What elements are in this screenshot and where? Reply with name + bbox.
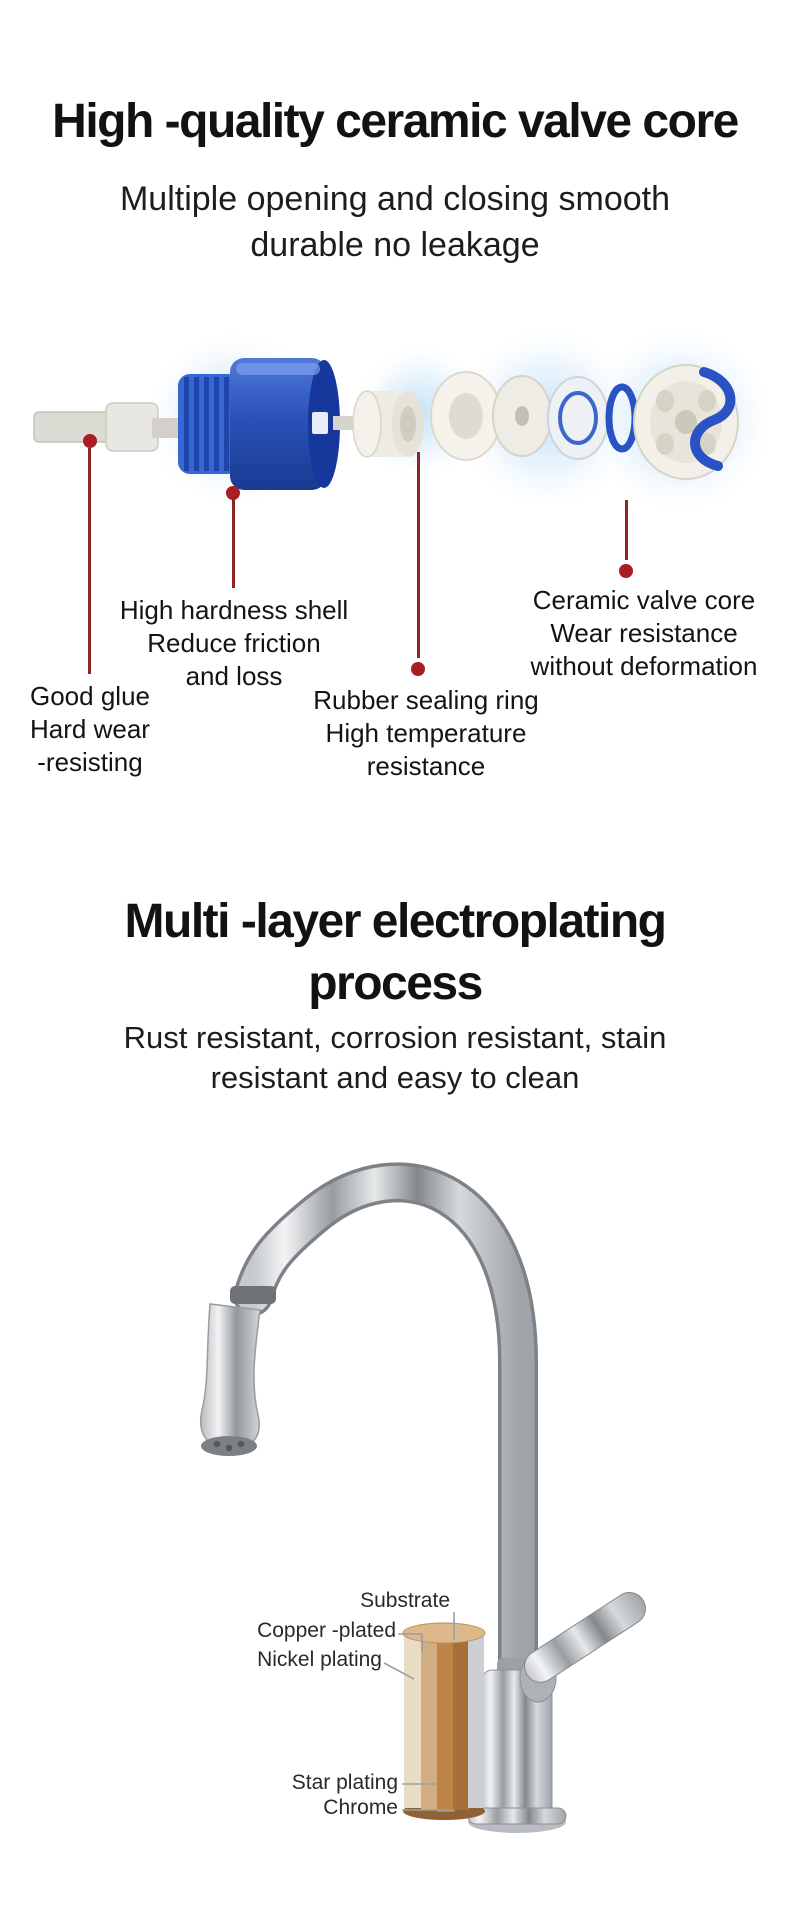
layer-label-connector-lines [383, 1612, 455, 1811]
callout-text-line: High hardness shell [119, 595, 349, 625]
valve-piston [352, 390, 424, 458]
plating-layers-cutaway [402, 1622, 486, 1820]
valve-blue-body [178, 358, 340, 490]
plating-section-title-line2: process [308, 957, 483, 1010]
callout-text-line: Hard wear [30, 714, 150, 744]
callout-line-ceramic-core [625, 500, 628, 560]
layer-label-substrate: Substrate [360, 1589, 450, 1612]
faucet-handle [519, 1592, 646, 1703]
callout-dot-good-glue [83, 434, 97, 448]
callout-text-line: High temperature [325, 718, 527, 748]
callout-ceramic-core: Ceramic valve core Wear resistance witho… [500, 584, 788, 683]
callout-hardness-shell: High hardness shell Reduce friction and … [94, 594, 374, 693]
layer-label-nickel: Nickel plating [257, 1648, 382, 1671]
callout-dot-hardness-shell [226, 486, 240, 500]
callout-text-line: Reduce friction [147, 628, 321, 658]
callout-text-line: Good glue [30, 681, 150, 711]
callout-line-rubber-ring [417, 452, 420, 658]
callout-good-glue: Good glue Hard wear -resisting [10, 680, 170, 779]
valve-section-subtitle-line2: durable no leakage [250, 226, 540, 264]
callout-text-line: -resisting [37, 747, 143, 777]
callout-dot-rubber-ring [411, 662, 425, 676]
callout-line-hardness-shell [232, 498, 235, 588]
plating-section-title-line1: Multi -layer electroplating [124, 895, 667, 948]
ceramic-disc-2 [547, 376, 609, 460]
faucet-gooseneck [233, 1162, 538, 1722]
layer-label-copper: Copper -plated [257, 1619, 396, 1642]
faucet-spray-head [199, 1286, 276, 1456]
valve-section-title: High -quality ceramic valve core [52, 95, 739, 148]
callout-dot-ceramic-core [619, 564, 633, 578]
callout-text-line: and loss [185, 661, 283, 691]
callout-rubber-ring: Rubber sealing ring High temperature res… [276, 684, 576, 783]
valve-sealing-ring-part [430, 371, 502, 461]
callout-line-good-glue [88, 448, 91, 674]
plating-section-subtitle-line2: resistant and easy to clean [210, 1060, 580, 1095]
valve-end-cap [633, 364, 739, 480]
callout-text-line: without deformation [530, 651, 758, 681]
valve-core-exploded-illustration [33, 322, 778, 518]
callout-text-line: resistance [366, 751, 486, 781]
callout-text-line: Rubber sealing ring [313, 685, 539, 715]
callout-text-line: Ceramic valve core [532, 585, 756, 615]
valve-section-subtitle-line1: Multiple opening and closing smooth [119, 180, 670, 218]
layer-label-chrome: Chrome [323, 1796, 398, 1819]
faucet-illustration [199, 1162, 646, 1833]
plating-section-subtitle-line1: Rust resistant, corrosion resistant, sta… [123, 1020, 667, 1055]
layer-label-star-plating: Star plating [291, 1771, 398, 1794]
ceramic-disc-1 [492, 375, 552, 457]
callout-text-line: Wear resistance [550, 618, 738, 648]
